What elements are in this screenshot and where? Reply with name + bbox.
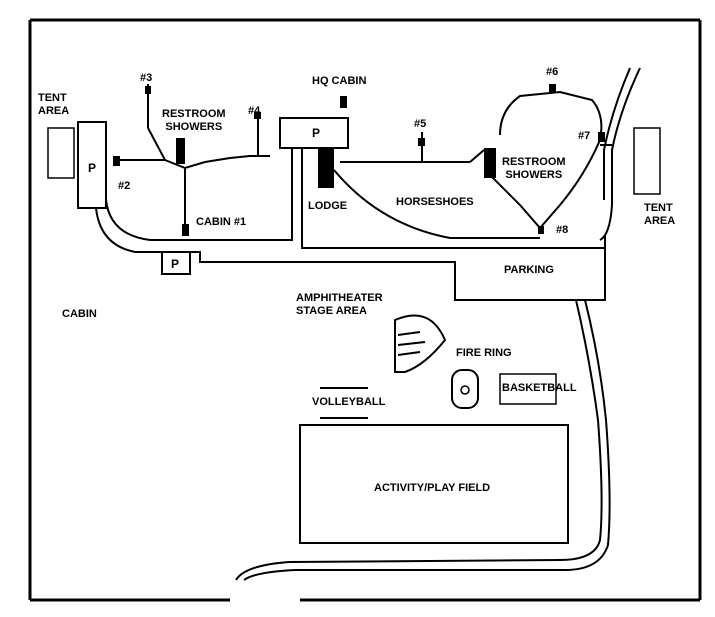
hq-cabin-label: HQ CABIN <box>312 75 367 87</box>
amphitheater-label-line2: STAGE AREA <box>296 305 367 317</box>
parking-area-left: P <box>77 121 107 209</box>
volleyball-court <box>320 387 368 419</box>
road-main-left <box>95 122 606 301</box>
entrance-road <box>235 67 641 581</box>
activity-field <box>299 424 569 544</box>
volleyball-label: VOLLEYBALL <box>312 396 386 408</box>
cabin-1-marker <box>182 224 189 236</box>
amphitheater-label-line1: AMPHITHEATER <box>296 292 383 304</box>
lodge-label: LODGE <box>308 200 348 212</box>
hq-cabin-marker <box>340 96 347 108</box>
site-2-label: #2 <box>118 180 131 192</box>
basketball-label: BASKETBALL <box>502 382 577 394</box>
fire-ring <box>451 369 479 409</box>
tent-area-right-label: TENT AREA <box>644 202 675 228</box>
cabin-label: CABIN <box>62 308 97 320</box>
tent-area-left-pad <box>47 127 75 179</box>
restroom-showers-left-label: RESTROOM SHOWERS <box>162 108 226 134</box>
lodge-building <box>318 148 334 188</box>
trail-right <box>333 90 612 239</box>
restroom-right-label-line2: SHOWERS <box>505 169 563 181</box>
site-4-label: #4 <box>248 105 261 117</box>
parking-stub-bottom: P <box>161 251 191 275</box>
site-6-label: #6 <box>546 66 559 78</box>
svg-text:P: P <box>171 257 179 271</box>
tent-area-right-pad <box>633 127 661 195</box>
restroom-left-label-line2: SHOWERS <box>165 121 223 133</box>
map-border <box>28 18 702 602</box>
restroom-left-building <box>176 138 185 164</box>
cabin-1-label: CABIN #1 <box>196 216 247 228</box>
svg-text:P: P <box>88 161 96 175</box>
site-7-marker <box>598 132 605 142</box>
hq-cabin-parking: P <box>279 117 349 149</box>
amphitheater-stage <box>394 314 447 373</box>
site-6-marker <box>549 84 556 92</box>
restroom-right-building <box>484 148 496 178</box>
tent-area-right-label-line2: AREA <box>644 215 676 227</box>
tent-area-left-label: TENT AREA <box>38 92 69 118</box>
site-2-marker <box>113 156 120 166</box>
restroom-left-label-line1: RESTROOM <box>162 108 226 120</box>
site-3-marker <box>145 86 151 94</box>
restroom-right-label-line1: RESTROOM <box>502 156 566 168</box>
site-7-label: #7 <box>578 130 591 142</box>
fire-ring-label: FIRE RING <box>456 347 512 359</box>
tent-area-left-label-line2: AREA <box>38 105 70 117</box>
tent-area-left-label-line1: TENT <box>38 92 67 104</box>
amphitheater-label: AMPHITHEATER STAGE AREA <box>296 292 383 318</box>
site-8-marker <box>538 226 544 234</box>
activity-field-label: ACTIVITY/PLAY FIELD <box>374 482 491 494</box>
site-3-label: #3 <box>140 72 153 84</box>
horseshoes-label: HORSESHOES <box>396 196 474 208</box>
site-5-marker <box>418 138 425 146</box>
site-4-marker <box>254 112 261 119</box>
tent-area-right-label-line1: TENT <box>644 202 673 214</box>
svg-text:P: P <box>312 126 320 140</box>
parking-label: PARKING <box>504 264 554 276</box>
fire-ring-center <box>460 385 470 395</box>
site-5-label: #5 <box>414 118 427 130</box>
trail-left <box>120 84 270 230</box>
basketball-court <box>499 373 557 405</box>
site-8-label: #8 <box>556 224 569 236</box>
restroom-showers-right-label: RESTROOM SHOWERS <box>502 156 566 182</box>
